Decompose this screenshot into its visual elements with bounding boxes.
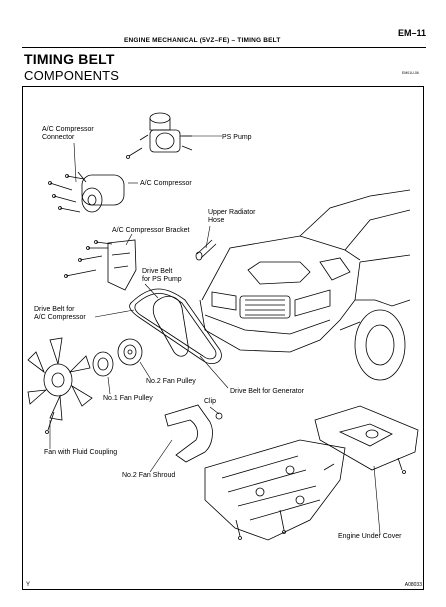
label-engine-under-cover: Engine Under Cover — [338, 533, 402, 540]
fan-pulleys-drawing — [92, 338, 143, 377]
label-ps-pump: PS Pump — [222, 134, 252, 141]
label-no2-fan-pulley: No.2 Fan Pulley — [146, 378, 196, 385]
fan-shroud-drawing — [164, 404, 223, 463]
page-title: TIMING BELT — [24, 51, 115, 67]
radiator-hose-drawing — [195, 239, 217, 261]
ac-bracket-drawing — [64, 239, 137, 291]
page-number: EM–11 — [397, 28, 426, 38]
label-ac-compressor-connector: A/C Compressor Connector — [42, 126, 94, 141]
label-upper-radiator-hose: Upper Radiator Hose — [208, 209, 256, 224]
label-clip: Clip — [204, 398, 217, 405]
ac-compressor-drawing — [48, 171, 125, 213]
under-cover-drawing — [204, 405, 419, 541]
label-drive-belt-ac-compressor: Drive Belt for A/C Compressor — [34, 306, 86, 321]
label-drive-belt-generator: Drive Belt for Generator — [230, 388, 304, 395]
label-ac-compressor-bracket: A/C Compressor Bracket — [112, 227, 190, 234]
leader-lines — [49, 135, 381, 535]
page-subtitle: COMPONENTS — [24, 68, 120, 83]
vehicle-drawing — [199, 189, 411, 381]
illustration-frame — [22, 86, 424, 590]
fan-drawing — [27, 337, 93, 434]
label-ac-compressor: A/C Compressor — [140, 180, 192, 187]
drive-belts-drawing — [129, 288, 222, 364]
header-rule — [22, 47, 426, 48]
label-no2-fan-shroud: No.2 Fan Shroud — [122, 472, 176, 479]
label-no1-fan-pulley: No.1 Fan Pulley — [103, 395, 153, 402]
label-drive-belt-ps-pump: Drive Belt for PS Pump — [142, 268, 182, 283]
label-fan-fluid-coupling: Fan with Fluid Coupling — [44, 449, 118, 456]
section-code: EM01U-06 — [402, 71, 419, 75]
figure-code: A08033 — [404, 582, 422, 588]
header-section-title: ENGINE MECHANICAL (5VZ–FE) – TIMING BELT — [124, 37, 281, 44]
corner-mark: Y — [26, 582, 31, 588]
